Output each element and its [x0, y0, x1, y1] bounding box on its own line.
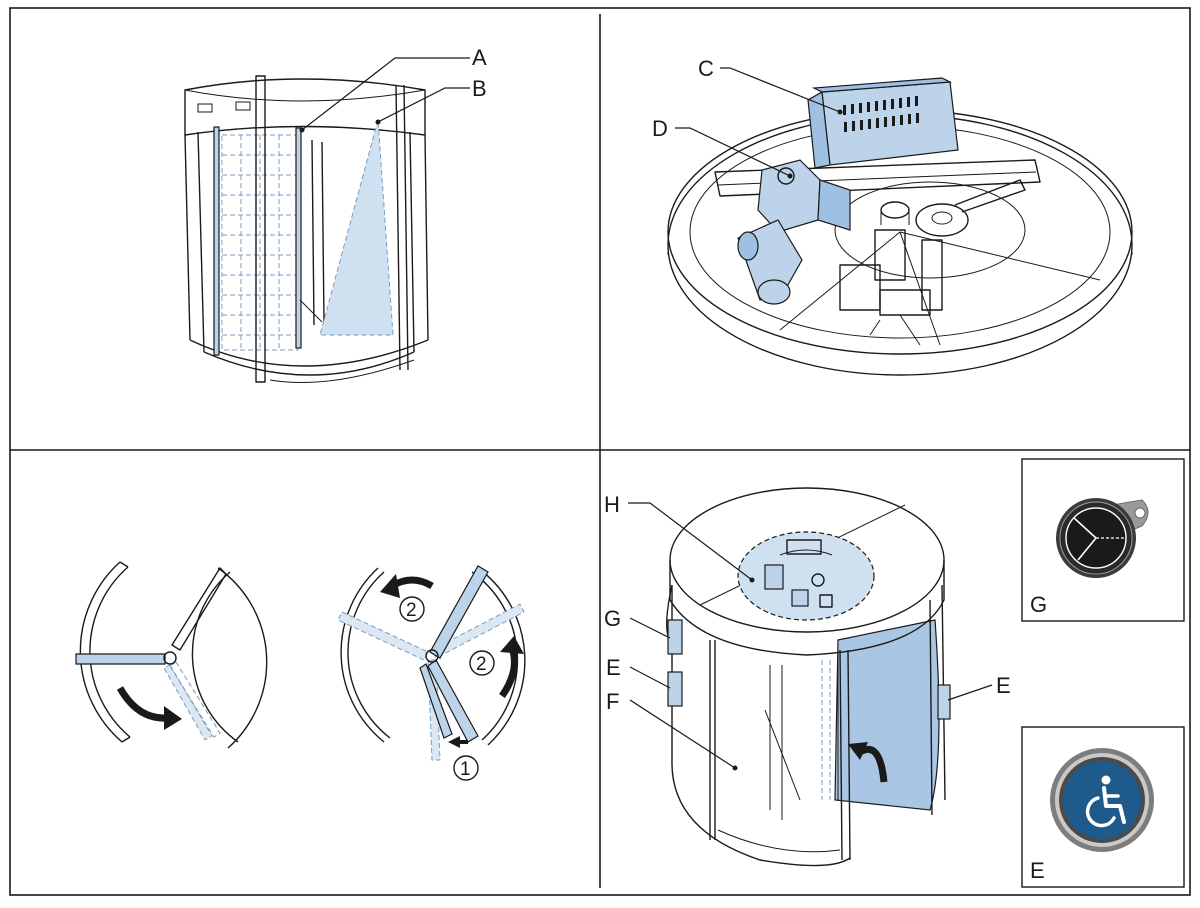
step-2-right: 2	[476, 654, 487, 675]
panel-door-overview: H G E F E	[604, 487, 1011, 867]
inset-accessibility-button: E	[1021, 726, 1185, 888]
wing-diagram-left	[75, 561, 268, 749]
label-c: C	[698, 56, 714, 81]
panel-drive-unit: C D	[652, 56, 1133, 376]
label-h: H	[604, 492, 620, 517]
label-e-left: E	[606, 655, 621, 680]
label-f: F	[606, 689, 619, 714]
step-1: 1	[460, 759, 471, 780]
panel-door-sensors: A B	[184, 45, 487, 383]
panel-wing-rotation: 2 2 1	[75, 561, 526, 781]
key-switch-icon	[1056, 498, 1149, 578]
step-2-top: 2	[406, 600, 417, 621]
label-e-right: E	[996, 673, 1011, 698]
panel-grid	[9, 7, 1191, 896]
wheelchair-icon	[1050, 748, 1154, 852]
label-d: D	[652, 116, 668, 141]
inset-key-switch: G	[1021, 458, 1185, 622]
inset-label-e: E	[1030, 858, 1045, 883]
label-b: B	[472, 76, 487, 101]
wing-diagram-right: 2 2 1	[337, 565, 526, 781]
label-g: G	[604, 606, 621, 631]
label-a: A	[472, 45, 487, 70]
inset-label-g: G	[1030, 592, 1047, 617]
